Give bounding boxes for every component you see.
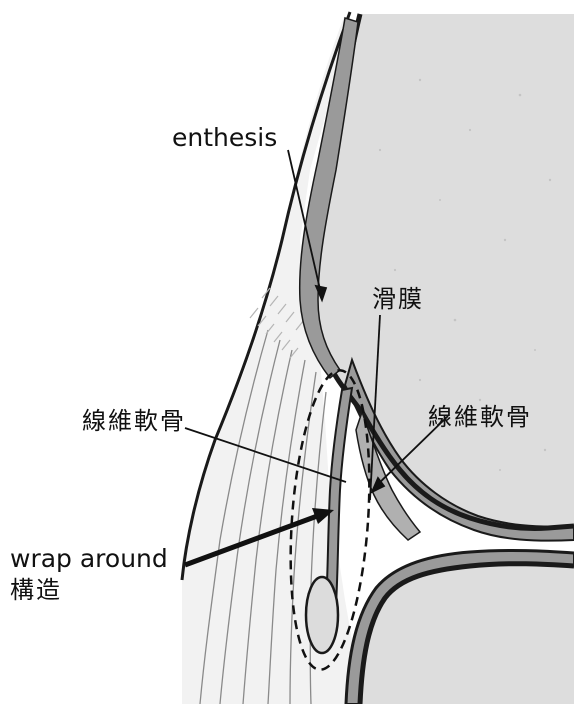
label-fibrocartilage-left: 線維軟骨 — [82, 408, 186, 436]
label-wrap-around-line2: 構造 — [10, 577, 62, 605]
label-synovium: 滑膜 — [372, 286, 424, 314]
label-fibrocartilage-right: 線維軟骨 — [428, 404, 532, 432]
label-wrap-around-line1: wrap around — [10, 545, 168, 574]
sesamoid-oval — [306, 577, 338, 653]
label-enthesis: enthesis — [172, 124, 277, 153]
